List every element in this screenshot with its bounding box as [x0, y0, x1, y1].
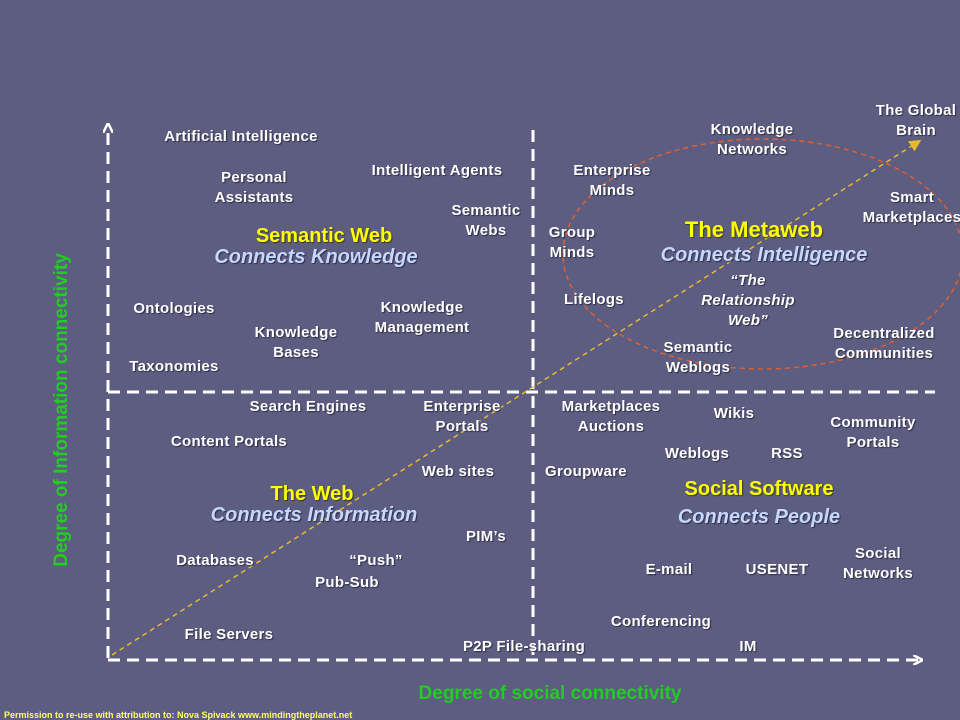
label-knowledge-networks: Knowledge Networks	[710, 121, 794, 158]
label-community-portals: Community Portals	[830, 414, 916, 451]
social-software-title: Social Software	[684, 478, 834, 500]
label-email: E-mail	[645, 561, 693, 578]
permission-footer: Permission to re-use with attribution to…	[4, 710, 353, 720]
metaweb-subtitle: Connects Intelligence	[660, 244, 868, 266]
label-marketplaces-auctions: Marketplaces Auctions	[561, 398, 661, 435]
label-knowledge-bases: Knowledge Bases	[254, 324, 338, 361]
label-enterprise-minds: Enterprise Minds	[573, 162, 651, 199]
the-web-title: The Web	[270, 483, 354, 505]
label-semantic-webs: Semantic Webs	[451, 202, 521, 239]
label-im: IM	[739, 638, 757, 655]
label-decentralized-communities: Decentralized Communities	[833, 325, 935, 362]
x-axis-label: Degree of social connectivity	[418, 683, 682, 704]
label-group-minds: Group Minds	[548, 224, 596, 261]
label-taxonomies: Taxonomies	[129, 358, 219, 375]
label-ontologies: Ontologies	[133, 300, 215, 317]
label-file-servers: File Servers	[184, 626, 274, 643]
label-global-brain: The Global Brain	[875, 102, 957, 139]
semantic-web-title: Semantic Web	[255, 225, 393, 247]
label-semantic-weblogs: Semantic Weblogs	[663, 339, 733, 376]
label-groupware: Groupware	[545, 463, 627, 480]
label-lifelogs: Lifelogs	[564, 291, 624, 308]
label-intelligent-agents: Intelligent Agents	[371, 162, 503, 179]
label-databases: Databases	[176, 552, 254, 569]
label-p2p-file-sharing: P2P File-sharing	[462, 638, 586, 655]
label-wikis: Wikis	[713, 405, 755, 422]
metaweb-title: The Metaweb	[684, 217, 824, 242]
label-web-sites: Web sites	[421, 463, 495, 480]
label-weblogs: Weblogs	[664, 445, 730, 462]
label-personal-assistants: Personal Assistants	[214, 169, 294, 206]
label-artificial-intelligence: Artificial Intelligence	[164, 128, 318, 145]
label-relationship-web: “The Relationship Web”	[701, 272, 795, 329]
label-content-portals: Content Portals	[170, 433, 288, 450]
label-social-networks: Social Networks	[843, 545, 913, 582]
trend-arrow	[111, 139, 922, 656]
label-search-engines: Search Engines	[249, 398, 367, 415]
label-conferencing: Conferencing	[610, 613, 712, 630]
label-knowledge-management: Knowledge Management	[374, 299, 470, 336]
the-web-subtitle: Connects Information	[210, 504, 418, 526]
label-pub-sub: Pub-Sub	[315, 574, 379, 591]
label-usenet: USENET	[745, 561, 809, 578]
label-pims: PIM’s	[465, 528, 507, 545]
social-software-subtitle: Connects People	[677, 506, 841, 528]
y-axis-label: Degree of Information connectivity	[51, 253, 72, 567]
label-push: “Push”	[349, 552, 403, 569]
semantic-web-subtitle: Connects Knowledge	[214, 246, 418, 268]
label-enterprise-portals: Enterprise Portals	[423, 398, 501, 435]
label-smart-marketplaces: Smart Marketplaces	[862, 189, 960, 226]
label-rss: RSS	[771, 445, 803, 462]
